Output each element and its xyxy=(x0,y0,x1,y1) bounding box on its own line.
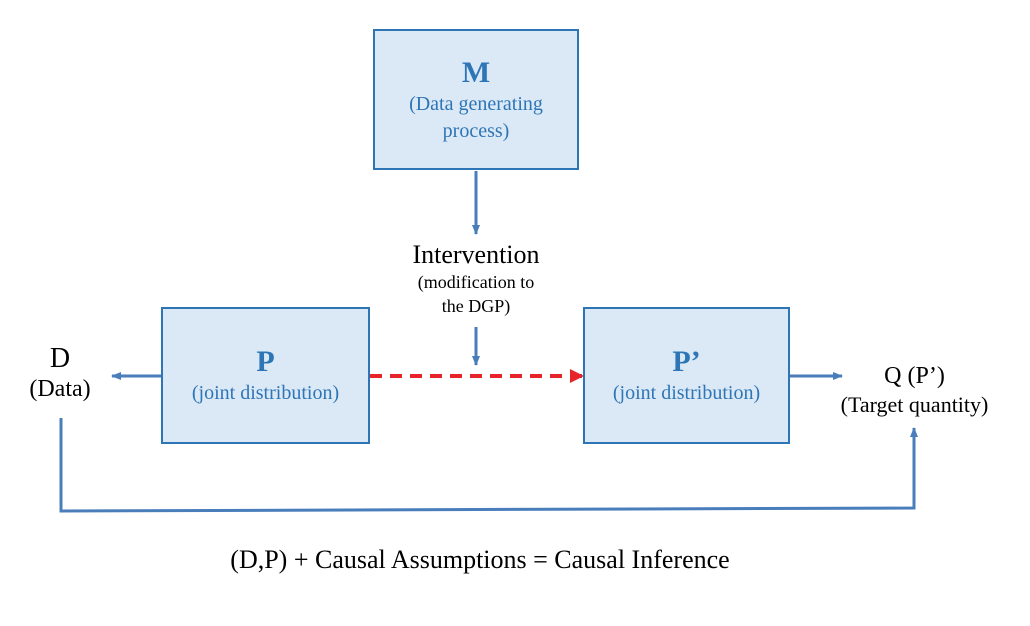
intervention-line1: (modification to xyxy=(417,272,535,292)
intervention-line2: the DGP) xyxy=(441,296,511,316)
intervention-label: Intervention (modification to the DGP) xyxy=(386,240,566,318)
arrow-data-to-target xyxy=(59,418,918,513)
data-label: D (Data) xyxy=(5,344,115,404)
node-m-subtitle-line1: (Data generating xyxy=(409,92,543,115)
data-title: D xyxy=(49,343,71,374)
node-p-prime-subtitle: (joint distribution) xyxy=(612,382,761,404)
node-m-box: M (Data generating process) xyxy=(373,29,579,170)
node-m-subtitle-line2: process) xyxy=(442,119,510,142)
target-label: Q (P’) (Target quantity) xyxy=(822,361,1007,419)
node-p-prime-box: P’ (joint distribution) xyxy=(583,307,790,444)
node-p-subtitle: (joint distribution) xyxy=(191,382,340,404)
target-subtitle: (Target quantity) xyxy=(840,392,989,417)
target-title: Q (P’) xyxy=(884,363,945,389)
equation-caption: (D,P) + Causal Assumptions = Causal Infe… xyxy=(230,545,730,574)
intervention-title: Intervention xyxy=(412,240,540,269)
data-subtitle: (Data) xyxy=(29,376,91,402)
node-p-title: P xyxy=(256,345,275,378)
node-p-prime-title: P’ xyxy=(672,345,701,378)
node-p-box: P (joint distribution) xyxy=(161,307,370,444)
node-m-title: M xyxy=(461,55,491,89)
